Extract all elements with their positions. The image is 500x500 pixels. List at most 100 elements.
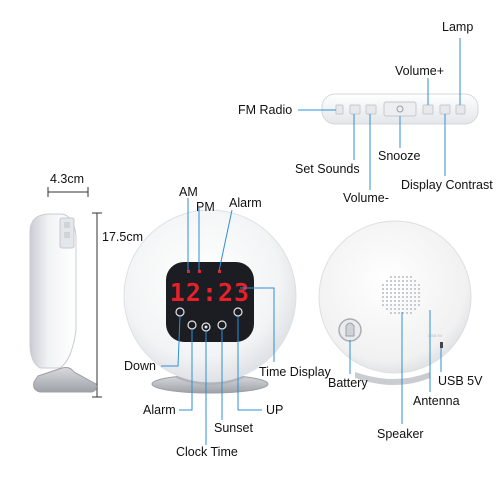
set-sounds-button — [349, 104, 361, 115]
speaker-hole — [386, 308, 388, 310]
speaker-hole — [386, 296, 388, 298]
speaker-hole — [402, 276, 404, 278]
speaker-hole — [406, 292, 408, 294]
speaker-hole — [382, 288, 384, 290]
top-view-device — [321, 93, 479, 125]
speaker-hole — [394, 308, 396, 310]
speaker-hole — [382, 304, 384, 306]
label-volume-minus: Volume- — [343, 191, 389, 205]
speaker-hole — [410, 280, 412, 282]
speaker-hole — [386, 288, 388, 290]
label-pm: PM — [196, 200, 215, 214]
speaker-hole — [390, 296, 392, 298]
speaker-hole — [402, 304, 404, 306]
label-fm-radio: FM Radio — [238, 103, 293, 117]
label-width-dimension: 4.3cm — [50, 172, 85, 186]
speaker-hole — [390, 292, 392, 294]
speaker-hole — [414, 284, 416, 286]
back-view-callouts — [349, 310, 442, 424]
speaker-hole — [406, 300, 408, 302]
speaker-hole — [390, 308, 392, 310]
speaker-hole — [398, 296, 400, 298]
speaker-hole — [398, 308, 400, 310]
speaker-grill — [382, 276, 420, 314]
speaker-hole — [402, 296, 404, 298]
speaker-hole — [382, 300, 384, 302]
label-antenna: Antenna — [413, 394, 460, 408]
speaker-hole — [398, 300, 400, 302]
speaker-hole — [418, 288, 420, 290]
usb-port — [440, 342, 443, 348]
side-view-stand — [33, 367, 97, 393]
speaker-hole — [394, 300, 396, 302]
speaker-hole — [406, 296, 408, 298]
speaker-hole — [414, 280, 416, 282]
volume-minus-button — [365, 104, 377, 115]
label-height-dimension: 17.5cm — [102, 230, 143, 244]
speaker-hole — [394, 284, 396, 286]
speaker-hole — [410, 304, 412, 306]
label-down: Down — [124, 359, 156, 373]
speaker-hole — [398, 284, 400, 286]
speaker-hole — [382, 296, 384, 298]
speaker-hole — [418, 304, 420, 306]
speaker-hole — [390, 276, 392, 278]
speaker-hole — [398, 312, 400, 314]
speaker-hole — [406, 288, 408, 290]
speaker-hole — [390, 280, 392, 282]
speaker-hole — [394, 280, 396, 282]
label-display-contrast: Display Contrast — [401, 178, 493, 192]
speaker-hole — [382, 284, 384, 286]
speaker-hole — [394, 292, 396, 294]
speaker-hole — [410, 276, 412, 278]
speaker-hole — [402, 300, 404, 302]
label-speaker: Speaker — [377, 427, 424, 441]
speaker-hole — [382, 292, 384, 294]
snooze-button — [383, 101, 417, 117]
speaker-hole — [414, 308, 416, 310]
speaker-hole — [386, 280, 388, 282]
side-view-device — [29, 187, 102, 398]
speaker-hole — [414, 304, 416, 306]
lamp-button — [455, 104, 466, 115]
speaker-hole — [410, 300, 412, 302]
front-view-callouts — [161, 198, 275, 445]
speaker-hole — [406, 304, 408, 306]
control-panel — [166, 262, 254, 342]
speaker-hole — [386, 292, 388, 294]
pm-indicator — [198, 270, 201, 273]
speaker-hole — [390, 284, 392, 286]
top-view-callouts — [298, 38, 461, 190]
speaker-hole — [386, 284, 388, 286]
label-snooze: Snooze — [378, 149, 421, 163]
am-indicator — [187, 270, 190, 273]
speaker-hole — [406, 312, 408, 314]
speaker-hole — [410, 312, 412, 314]
back-view-device: USB 5V — [318, 220, 472, 385]
speaker-hole — [418, 296, 420, 298]
snooze-icon — [396, 105, 404, 113]
speaker-hole — [406, 284, 408, 286]
label-volume-plus: Volume+ — [395, 64, 444, 78]
label-am: AM — [179, 185, 198, 199]
speaker-hole — [398, 280, 400, 282]
usb-port-print: USB 5V — [428, 333, 443, 338]
speaker-hole — [390, 288, 392, 290]
speaker-hole — [398, 304, 400, 306]
speaker-hole — [398, 276, 400, 278]
speaker-hole — [398, 292, 400, 294]
speaker-hole — [410, 288, 412, 290]
speaker-hole — [414, 296, 416, 298]
label-set-sounds: Set Sounds — [295, 162, 360, 176]
label-alarm-indicator: Alarm — [229, 196, 262, 210]
speaker-hole — [402, 280, 404, 282]
front-view-device: 12:23 — [123, 209, 297, 394]
label-clock-time: Clock Time — [176, 445, 238, 459]
display-contrast-button — [439, 104, 451, 115]
speaker-hole — [406, 276, 408, 278]
speaker-hole — [418, 284, 420, 286]
alarm-indicator — [218, 270, 221, 273]
time-display: 12:23 — [170, 278, 250, 307]
label-up: UP — [266, 403, 284, 417]
speaker-hole — [386, 300, 388, 302]
